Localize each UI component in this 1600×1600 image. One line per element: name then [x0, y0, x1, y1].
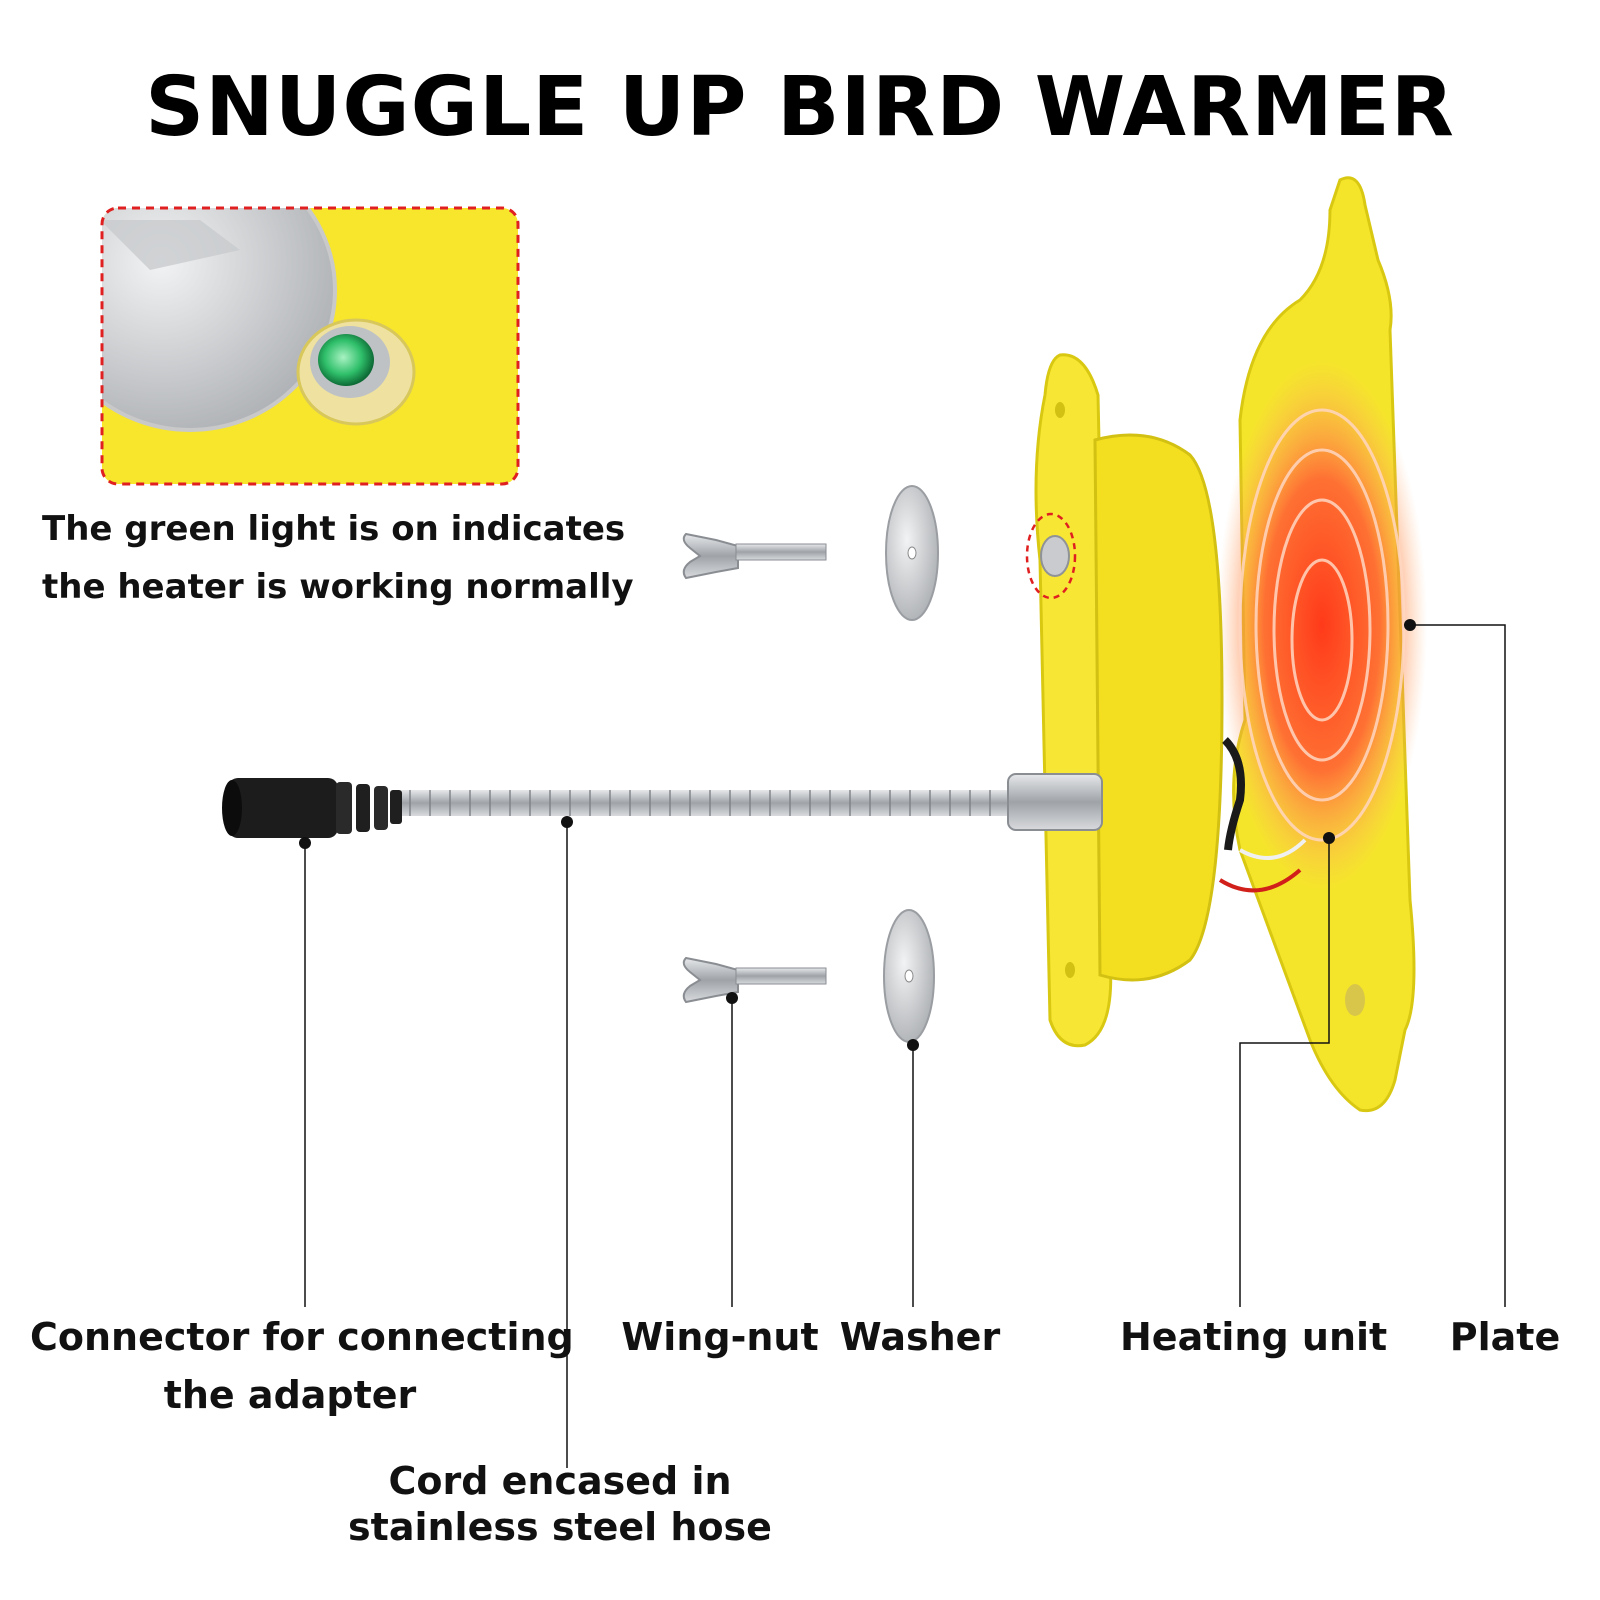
hose-fitting [1007, 773, 1103, 831]
indicator-note-line2: the heater is working normally [42, 567, 634, 607]
wing-nut-upper [682, 532, 827, 580]
leader-heating-unit [1239, 838, 1330, 1307]
heater-housing [1025, 353, 1307, 1048]
indicator-highlight [1025, 512, 1077, 600]
wing-nut-label: Wing-nut [621, 1315, 819, 1359]
wing-nut-lower [682, 956, 827, 1004]
indicator-light-icon [1040, 535, 1070, 577]
green-led-icon [318, 334, 374, 386]
leader-lines [304, 624, 1506, 1468]
washer-lower [883, 909, 935, 1043]
heat-glow [1217, 360, 1427, 890]
dc-connector [222, 778, 402, 838]
leader-plate [1410, 624, 1506, 1307]
heating-coil-rings [1238, 408, 1406, 842]
leader-dots [299, 619, 1416, 1051]
hose-ridges [409, 790, 991, 816]
indicator-closeup-inset [100, 206, 520, 486]
connector-label-line2: the adapter [163, 1373, 417, 1417]
cord-label-line2: stainless steel hose [348, 1505, 772, 1549]
connector-label-line1: Connector for connecting [30, 1315, 574, 1359]
plate-part [1217, 176, 1427, 1113]
plate-label: Plate [1449, 1315, 1561, 1359]
indicator-note: The green light is on indicates the heat… [42, 500, 634, 616]
cord-hose [398, 773, 1103, 831]
cord-label-line1: Cord encased in [388, 1459, 732, 1503]
cord-label: Cord encased in stainless steel hose [330, 1458, 790, 1550]
page-title: SNUGGLE UP BIRD WARMER [145, 60, 1455, 155]
washer-closeup [102, 208, 337, 432]
connector-label: Connector for connecting the adapter [30, 1308, 574, 1424]
washer-label: Washer [839, 1315, 1001, 1359]
inset-highlight-border [100, 206, 520, 486]
washer-upper [885, 485, 939, 621]
heating-unit-label: Heating unit [1120, 1315, 1388, 1359]
indicator-note-line1: The green light is on indicates [42, 509, 626, 549]
